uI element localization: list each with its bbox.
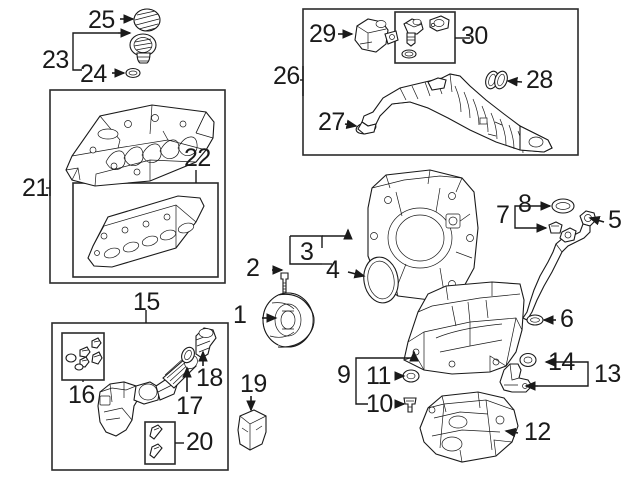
- callout-label-28[interactable]: 28: [526, 66, 553, 94]
- callout-label-15[interactable]: 15: [133, 288, 160, 316]
- callout-label-14[interactable]: 14: [548, 348, 575, 376]
- callout-label-2[interactable]: 2: [246, 254, 260, 282]
- callout-label-10[interactable]: 10: [366, 390, 393, 418]
- part-4-front-crank-seal: [363, 256, 399, 304]
- part-28-intake-seal: [485, 70, 508, 90]
- callout-label-1[interactable]: 1: [233, 301, 247, 329]
- part-13-oil-level-sensor: [499, 363, 533, 393]
- arrow-4: [347, 269, 366, 279]
- callout-label-12[interactable]: 12: [524, 418, 551, 446]
- part-7-oil-pressure-switch: [548, 221, 563, 234]
- part-8-o-ring: [551, 198, 575, 214]
- part-16-seal-kit: [65, 337, 103, 371]
- callout-label-18[interactable]: 18: [196, 364, 223, 392]
- callout-label-3[interactable]: 3: [300, 238, 314, 266]
- arrow-28: [506, 76, 523, 87]
- callout-label-16[interactable]: 16: [68, 381, 95, 409]
- callout-label-27[interactable]: 27: [318, 108, 345, 136]
- group-box-22: [72, 182, 219, 278]
- leader-lines: [46, 14, 605, 444]
- bracket-7: [514, 205, 540, 214]
- part-21-valve-cover: [65, 104, 215, 187]
- callout-label-13[interactable]: 13: [594, 360, 621, 388]
- callout-label-6[interactable]: 6: [560, 305, 574, 333]
- callout-label-30[interactable]: 30: [461, 22, 488, 50]
- part-18-filter-cap: [195, 327, 217, 359]
- part-10-drain-plug: [403, 397, 417, 413]
- callout-label-11[interactable]: 11: [366, 362, 391, 390]
- callout-label-24[interactable]: 24: [80, 60, 107, 88]
- part-12-lower-oil-pan: [419, 391, 519, 463]
- callout-label-5[interactable]: 5: [608, 206, 622, 234]
- part-14-sensor-o-ring: [519, 352, 537, 368]
- part-1-crank-pulley: [262, 292, 315, 348]
- callout-label-26[interactable]: 26: [273, 62, 300, 90]
- part-24-filler-cap-o-ring: [125, 67, 141, 79]
- arrow-5: [588, 216, 605, 226]
- part-30-sensor-kit: [401, 15, 450, 59]
- callout-label-17[interactable]: 17: [176, 392, 203, 420]
- callout-label-4[interactable]: 4: [326, 256, 340, 284]
- part-9-upper-oil-pan: [403, 281, 525, 375]
- part-20-housing-bolts: [149, 424, 163, 459]
- bracket-23: [72, 32, 118, 50]
- arrow-27: [344, 119, 358, 130]
- part-23-filler-cap-assembly: [129, 33, 157, 64]
- callout-label-21[interactable]: 21: [22, 174, 49, 202]
- part-11-drain-washer: [402, 369, 420, 383]
- callout-label-22[interactable]: 22: [184, 144, 211, 172]
- arrow-12: [504, 427, 519, 438]
- part-26-intake-manifold: [357, 73, 553, 154]
- callout-label-23[interactable]: 23: [42, 46, 69, 74]
- part-29-intake-actuator: [354, 18, 399, 53]
- bracket-13: [572, 361, 589, 376]
- part-6-tube-o-ring: [526, 314, 544, 326]
- group-box-15: [51, 322, 229, 471]
- callout-label-9[interactable]: 9: [337, 361, 351, 389]
- callout-label-7[interactable]: 7: [496, 201, 510, 229]
- callout-label-8[interactable]: 8: [518, 190, 532, 218]
- bracket-9: [355, 357, 400, 376]
- callout-label-19[interactable]: 19: [240, 370, 267, 398]
- part-5-dipstick-tube: [522, 210, 597, 321]
- callout-label-29[interactable]: 29: [309, 20, 336, 48]
- callout-label-20[interactable]: 20: [186, 428, 213, 456]
- part-19-housing-cover: [237, 409, 267, 451]
- part-25-oil-filler-cap: [133, 8, 161, 32]
- part-22-valve-cover-gasket: [87, 195, 205, 268]
- callout-label-25[interactable]: 25: [88, 6, 115, 34]
- part-17-filter-o-ring: [181, 346, 195, 364]
